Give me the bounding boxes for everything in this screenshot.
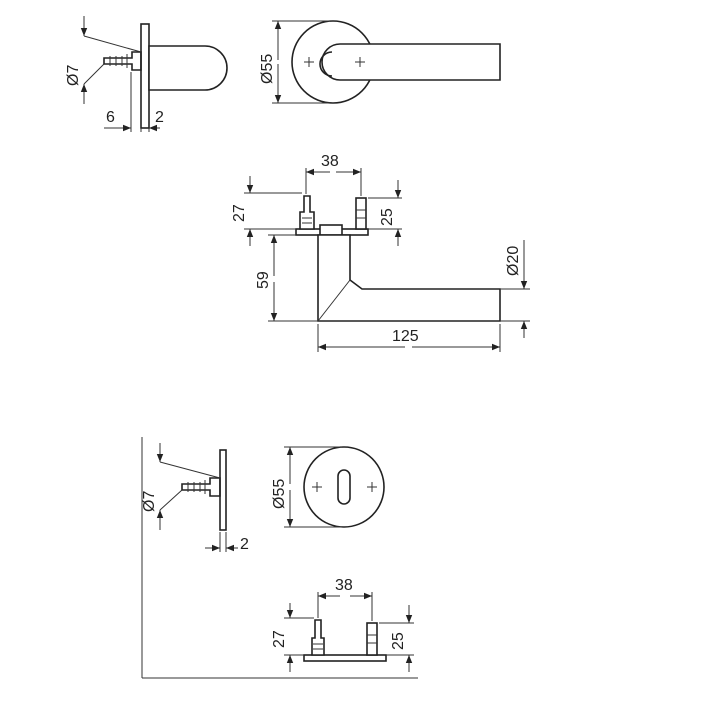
bottom-front-screw-cross-left xyxy=(312,482,322,492)
middle-post-left-label: 27 xyxy=(231,204,248,222)
top-front-view: Ø55 xyxy=(259,20,501,104)
top-front-diameter-label: Ø55 xyxy=(259,54,276,84)
bottom-side-diameter-label: Ø7 xyxy=(141,491,158,512)
bottom-post-right-label: 25 xyxy=(390,632,407,650)
top-side-diameter-leader xyxy=(83,35,142,53)
bottom-top-view: 38 27 25 xyxy=(271,577,414,672)
middle-post-right xyxy=(355,197,367,230)
middle-spacing-label: 38 xyxy=(321,153,339,170)
bottom-spacing-label: 38 xyxy=(335,577,353,594)
bottom-side-screw xyxy=(181,477,221,497)
middle-post-right-label: 25 xyxy=(379,208,396,226)
top-side-diameter-label: Ø7 xyxy=(65,65,82,86)
middle-view: 38 27 25 59 Ø20 125 xyxy=(231,153,530,352)
bottom-front-view: Ø55 xyxy=(271,446,385,528)
keyhole-icon xyxy=(337,469,351,505)
bottom-front-screw-cross-right xyxy=(367,482,377,492)
bottom-side-plate xyxy=(219,449,227,531)
bottom-base-plate xyxy=(303,654,387,662)
middle-length-label: 125 xyxy=(392,328,419,345)
top-front-screw-cross-right xyxy=(355,57,365,67)
bottom-side-view: Ø7 2 xyxy=(141,443,249,553)
middle-spindle xyxy=(319,224,343,236)
bottom-post-right xyxy=(366,622,378,656)
top-side-view: Ø7 6 2 xyxy=(65,16,228,132)
top-side-lever-body xyxy=(148,45,228,91)
top-side-offset-label: 6 xyxy=(106,109,115,126)
bottom-side-thickness-label: 2 xyxy=(240,536,249,553)
top-side-rose-plate xyxy=(140,23,150,129)
top-front-screw-cross-left xyxy=(304,57,314,67)
top-side-screw xyxy=(103,51,142,71)
middle-height-label: 59 xyxy=(255,271,272,289)
bottom-front-diameter-label: Ø55 xyxy=(271,479,288,509)
bottom-post-left-label: 27 xyxy=(271,630,288,648)
bottom-post-left xyxy=(311,619,325,656)
top-front-neck xyxy=(319,51,333,77)
middle-lever xyxy=(317,234,501,322)
middle-post-left xyxy=(299,195,315,230)
top-side-thickness-label: 2 xyxy=(155,109,164,126)
top-front-lever-arm xyxy=(321,43,501,81)
middle-lever-diameter-label: Ø20 xyxy=(505,246,522,276)
bottom-front-rose xyxy=(303,446,385,528)
